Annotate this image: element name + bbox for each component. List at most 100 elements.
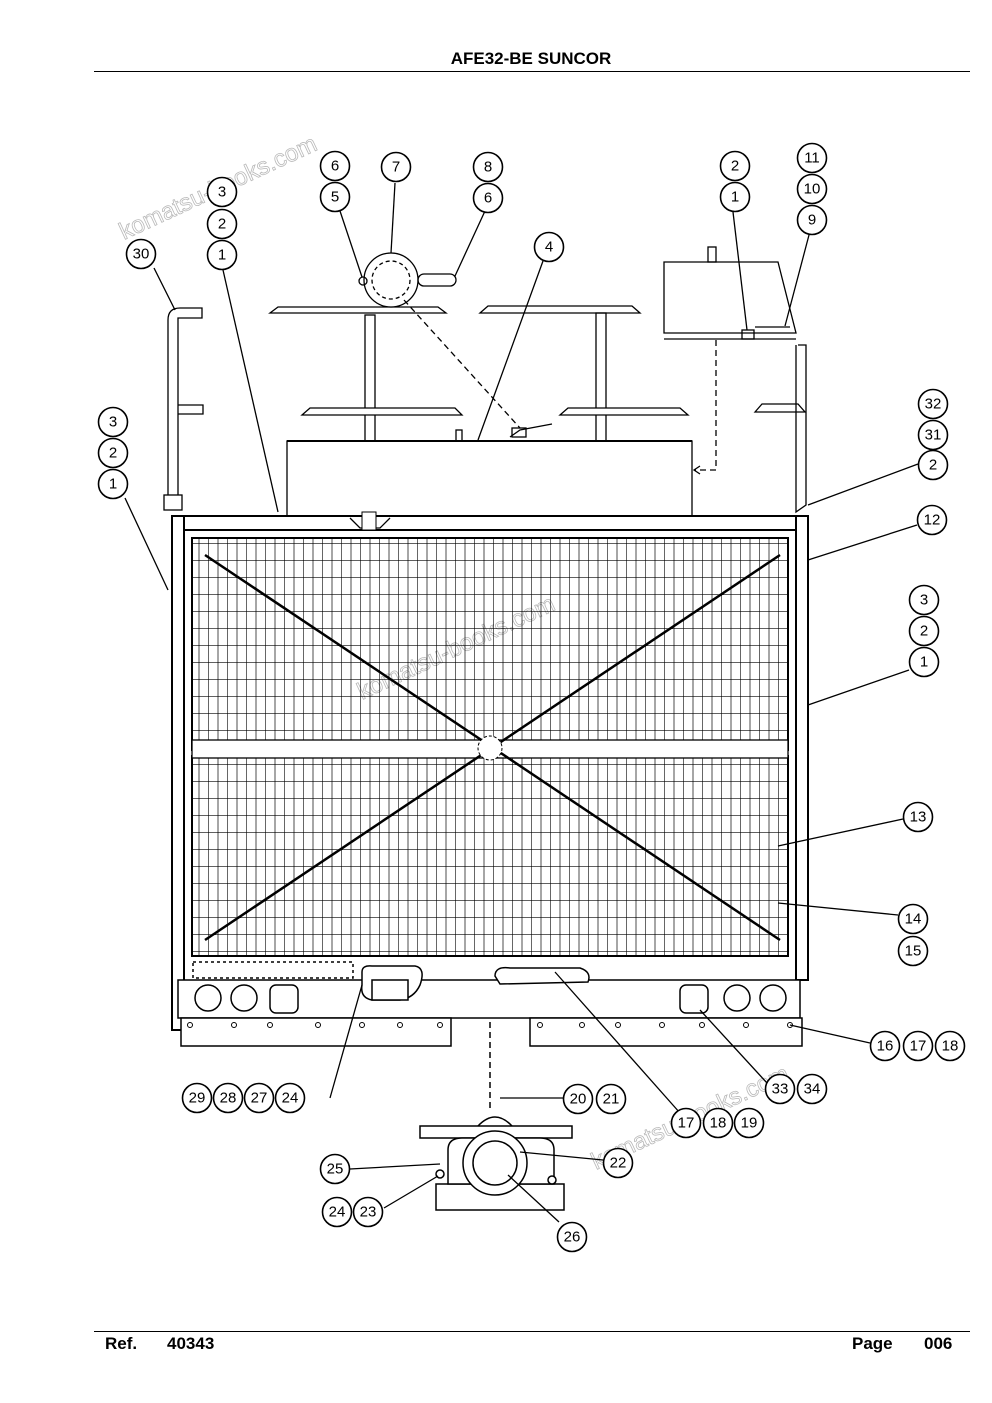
pivot-mount (419, 1116, 573, 1211)
callout-15: 15 (897, 935, 929, 967)
callout-18-b: 18 (702, 1107, 734, 1139)
svg-text:18: 18 (942, 1038, 959, 1055)
callout-9: 9 (796, 204, 828, 236)
svg-text:16: 16 (877, 1038, 894, 1055)
ref-number: 40343 (167, 1334, 215, 1353)
callout-1-d: 1 (908, 646, 940, 678)
lower-tank (177, 961, 803, 1110)
svg-text:17: 17 (678, 1115, 695, 1132)
svg-text:8: 8 (484, 159, 492, 176)
svg-text:3: 3 (109, 414, 117, 431)
svg-text:24: 24 (282, 1090, 299, 1107)
callout-33: 33 (764, 1073, 796, 1105)
svg-text:15: 15 (905, 943, 922, 960)
callout-8: 8 (472, 151, 504, 183)
svg-text:3: 3 (920, 592, 928, 609)
svg-text:18: 18 (710, 1115, 727, 1132)
callout-20: 20 (562, 1083, 594, 1115)
svg-text:32: 32 (925, 396, 942, 413)
callout-1-b: 1 (719, 181, 751, 213)
svg-text:9: 9 (808, 212, 816, 229)
callout-17-b: 17 (670, 1107, 702, 1139)
callout-10: 10 (796, 173, 828, 205)
svg-text:29: 29 (189, 1090, 206, 1107)
upper-frame (163, 246, 807, 520)
callout-2-b: 2 (719, 150, 751, 182)
callout-2-a: 2 (206, 208, 238, 240)
svg-text:1: 1 (218, 247, 226, 264)
svg-text:34: 34 (804, 1081, 821, 1098)
callout-4: 4 (533, 231, 565, 263)
svg-text:10: 10 (804, 181, 821, 198)
svg-text:31: 31 (925, 427, 942, 444)
callout-2-c: 2 (97, 437, 129, 469)
svg-text:2: 2 (920, 623, 928, 640)
header-rule (94, 71, 970, 72)
callout-3-c: 3 (908, 584, 940, 616)
svg-text:2: 2 (731, 158, 739, 175)
svg-text:4: 4 (545, 239, 553, 256)
svg-text:22: 22 (610, 1155, 627, 1172)
svg-text:27: 27 (251, 1090, 268, 1107)
callout-18-a: 18 (934, 1030, 966, 1062)
callout-14: 14 (897, 903, 929, 935)
callout-2-e: 2 (908, 615, 940, 647)
page-number: 006 (924, 1334, 953, 1353)
callout-28: 28 (212, 1082, 244, 1114)
callout-21: 21 (595, 1083, 627, 1115)
callout-27: 27 (243, 1082, 275, 1114)
callout-23: 23 (352, 1196, 384, 1228)
svg-text:17: 17 (910, 1038, 927, 1055)
svg-text:2: 2 (218, 216, 226, 233)
callout-32: 32 (917, 388, 949, 420)
callout-6-b: 6 (472, 182, 504, 214)
svg-text:5: 5 (331, 189, 339, 206)
svg-text:21: 21 (603, 1091, 620, 1108)
callout-29: 29 (181, 1082, 213, 1114)
svg-text:11: 11 (804, 150, 820, 167)
callout-6-a: 6 (319, 150, 351, 182)
callout-3-b: 3 (97, 406, 129, 438)
page-label: Page (852, 1334, 893, 1353)
callout-5: 5 (319, 181, 351, 213)
callout-31: 31 (917, 419, 949, 451)
svg-text:1: 1 (920, 654, 928, 671)
svg-text:26: 26 (564, 1229, 581, 1246)
callout-34: 34 (796, 1073, 828, 1105)
callout-1-a: 1 (206, 239, 238, 271)
callout-2-d: 2 (917, 449, 949, 481)
callout-30: 30 (125, 238, 157, 270)
svg-text:23: 23 (360, 1204, 377, 1221)
callout-24-b: 24 (321, 1196, 353, 1228)
svg-text:1: 1 (109, 476, 117, 493)
callout-16-a: 16 (869, 1030, 901, 1062)
callout-group: 6 5 7 8 6 3 2 1 30 4 2 1 11 10 9 3 2 1 3… (97, 142, 966, 1253)
svg-text:28: 28 (220, 1090, 237, 1107)
svg-text:20: 20 (570, 1091, 587, 1108)
callout-12: 12 (916, 504, 948, 536)
callout-22: 22 (602, 1147, 634, 1179)
svg-text:3: 3 (218, 184, 226, 201)
footer-rule (94, 1331, 970, 1332)
svg-text:13: 13 (910, 809, 927, 826)
callout-13: 13 (902, 801, 934, 833)
radiator-core (171, 511, 809, 1031)
svg-text:25: 25 (327, 1161, 344, 1178)
svg-text:7: 7 (392, 159, 400, 176)
svg-text:2: 2 (929, 457, 937, 474)
page-title: AFE32-BE SUNCOR (450, 49, 612, 68)
callout-7: 7 (380, 151, 412, 183)
ref-label: Ref. (105, 1334, 138, 1353)
svg-text:6: 6 (331, 158, 339, 175)
callout-25: 25 (319, 1153, 351, 1185)
svg-text:19: 19 (741, 1115, 758, 1132)
callout-17-a: 17 (902, 1030, 934, 1062)
callout-3-a: 3 (206, 176, 238, 208)
svg-text:12: 12 (924, 512, 941, 529)
callout-19: 19 (733, 1107, 765, 1139)
svg-text:1: 1 (731, 189, 739, 206)
callout-24-a: 24 (274, 1082, 306, 1114)
svg-text:14: 14 (905, 911, 922, 928)
svg-text:30: 30 (133, 246, 150, 263)
